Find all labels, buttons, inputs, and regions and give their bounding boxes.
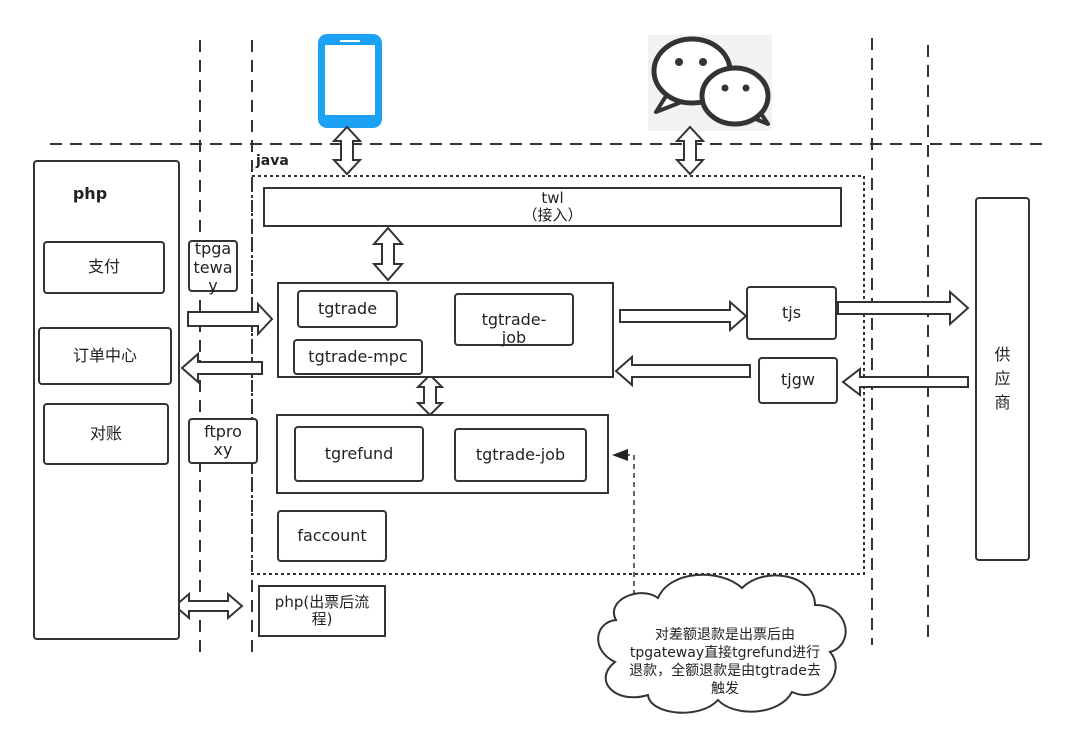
tjs-to-supplier-arrow	[837, 289, 970, 327]
tgrefund-box: tgrefund	[294, 426, 424, 482]
tjs-box: tjs	[746, 286, 837, 340]
pay-box: 支付	[43, 241, 165, 294]
tgtrade-job-box-bottom: tgtrade-job	[454, 428, 587, 482]
tgtrade-box: tgtrade	[297, 290, 398, 328]
faccount-box: faccount	[277, 510, 387, 562]
tpgateway-box: tpga tewa y	[188, 240, 238, 295]
order-center-box: 订单中心	[38, 327, 172, 385]
reconcile-box: 对账	[43, 403, 169, 465]
tgtrade-tgrefund-double-arrow	[415, 373, 445, 417]
php-after-ticket-box: php(出票后流 程)	[258, 585, 386, 637]
tgtrade-mpc-box: tgtrade-mpc	[293, 339, 423, 375]
php-panel-label: php	[72, 183, 108, 203]
java-region-label: java	[256, 152, 289, 169]
php-panel	[33, 160, 180, 640]
cloud-to-tgtrade-job-dashed-arrow	[628, 454, 635, 595]
tjgw-to-tgtrade-arrow	[614, 354, 751, 388]
cloud-note-text: 对差额退款是出票后由 tpgateway直接tgrefund进行 退款，全额退款…	[629, 626, 821, 698]
supplier-box: 供 应 商	[975, 197, 1030, 561]
twl-tgtrade-double-arrow	[371, 226, 405, 282]
tjgw-box: tjgw	[758, 357, 838, 404]
smartphone-icon	[318, 34, 382, 128]
wechat-java-double-arrow	[674, 125, 706, 176]
ftproxy-box: ftpro xy	[188, 418, 258, 464]
cloud-shape	[597, 573, 847, 714]
tpgateway-to-tgtrade-arrow	[187, 301, 274, 337]
tgtrade-to-tjs-arrow	[619, 299, 748, 333]
dashed-arrow-head	[612, 449, 628, 461]
tgtrade-to-order-center-arrow	[180, 351, 263, 385]
phone-java-double-arrow	[331, 125, 363, 176]
tgtrade-job-box-top: tgtrade- job	[454, 293, 574, 347]
twl-box: twl （接入）	[263, 187, 842, 227]
php-after-ticket-double-arrow	[173, 591, 244, 621]
supplier-to-tjgw-arrow	[841, 366, 969, 398]
wechat-icon	[648, 35, 772, 131]
